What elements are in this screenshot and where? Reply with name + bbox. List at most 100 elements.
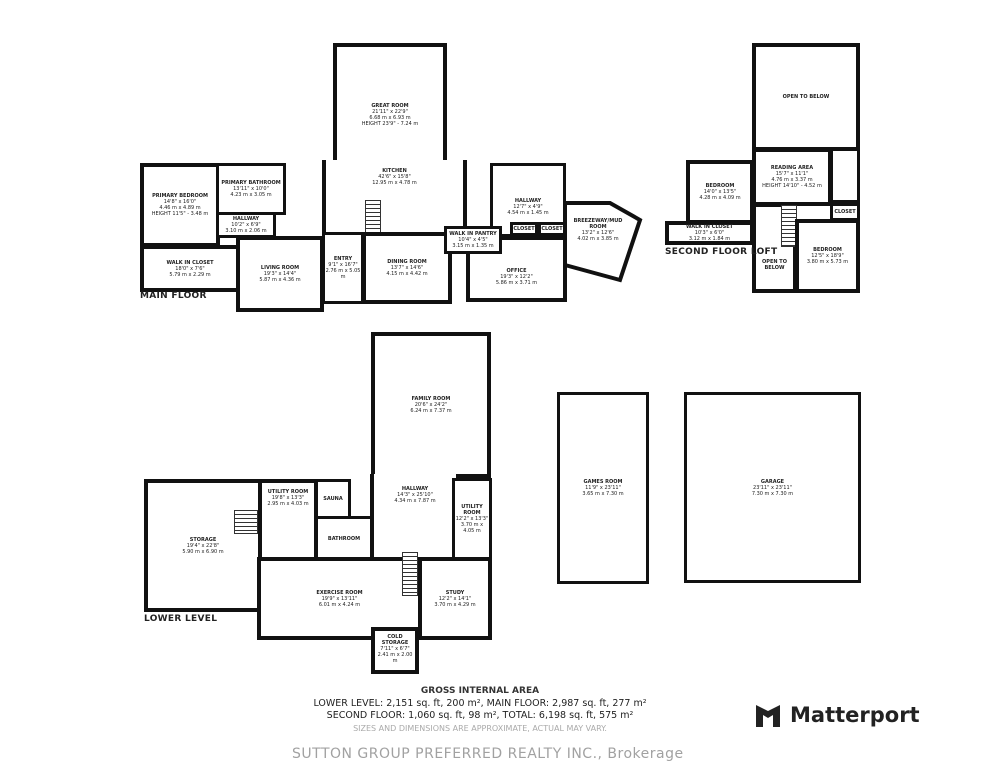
room-dimension: 3.70 m x 4.29 m	[434, 601, 476, 608]
room-dimension: 19'3" x 14'4"	[263, 271, 297, 277]
lower-level-label: LOWER LEVEL	[144, 614, 218, 624]
closet-label: CLOSET	[541, 226, 563, 232]
room-dimension: 2.41 m x 2.00 m	[377, 652, 413, 664]
room-name: LIVING ROOM	[260, 265, 300, 271]
room-dimension: 14'3" x 25'10"	[397, 492, 433, 498]
room-dimension: 19'8" x 13'3"	[271, 495, 305, 501]
room-dimension: 42'6" x 15'8"	[378, 174, 411, 180]
room-name: OFFICE	[506, 268, 527, 274]
room-name: WALK IN CLOSET	[166, 259, 214, 266]
room-dimension: 3.15 m x 1.35 m	[452, 243, 494, 249]
room-dimension: 19'9" x 13'11"	[321, 595, 358, 602]
room-name: EXERCISE ROOM	[316, 589, 363, 596]
room-dimension: 12'7" x 4'9"	[513, 204, 543, 210]
room-dimension: 2.76 m x 5.05 m	[325, 268, 361, 280]
room-name: GAMES ROOM	[583, 479, 623, 485]
room-dimension: 3.80 m x 5.73 m	[806, 259, 849, 265]
room-name: HALLWAY	[401, 486, 429, 492]
room-name: READING AREA	[770, 165, 814, 171]
room-dimension: 18'0" x 7'6"	[175, 265, 205, 272]
room-dimension: 10'2" x 6'9"	[231, 222, 261, 228]
disclaimer: SIZES AND DIMENSIONS ARE APPROXIMATE, AC…	[353, 724, 607, 733]
matterport-wordmark: Matterport	[790, 703, 920, 727]
room-name: BEDROOM	[705, 183, 735, 189]
room-name: HALLWAY	[232, 216, 260, 222]
room-name: DINING ROOM	[387, 259, 427, 265]
storage-stairs	[234, 510, 258, 534]
room-dimension: 12'2" x 14'1"	[438, 595, 472, 602]
room-name: PRIMARY BEDROOM	[152, 193, 208, 199]
gia-line-2: SECOND FLOOR: 1,060 sq. ft, 98 m², TOTAL…	[326, 710, 634, 721]
room-name: KITCHEN	[382, 168, 407, 174]
room-dimension: 4.46 m x 4.89 m	[159, 205, 201, 211]
room-dimension: HEIGHT 23'9" - 7.24 m	[361, 121, 419, 127]
lower-stairs	[402, 552, 418, 596]
room-dimension: 4.02 m x 3.85 m	[577, 236, 619, 242]
room-breezeway-outline	[563, 201, 643, 283]
room-dimension: 3.70 m x 4.05 m	[460, 522, 484, 534]
room-name: STUDY	[445, 589, 465, 596]
closet-label: CLOSET	[513, 226, 535, 232]
room-dimension: HEIGHT 14'10" - 4.52 m	[762, 183, 822, 189]
room-dimension: 4.76 m x 3.37 m	[771, 177, 813, 183]
second-floor-label: SECOND FLOOR LOFT	[665, 247, 778, 257]
room-name: GARAGE	[760, 478, 785, 485]
room-dimension: 10'4" x 4'5"	[458, 237, 488, 243]
room-dimension: 4.15 m x 4.42 m	[386, 271, 428, 277]
room-dimension: 4.54 m x 1.45 m	[507, 210, 549, 216]
room-dimension: 4.28 m x 4.09 m	[699, 195, 741, 201]
room-dimension: 12.95 m x 4.78 m	[372, 180, 417, 186]
room-bathroom: BATHROOM	[315, 516, 373, 561]
room-dimension: 19'3" x 12'2"	[500, 274, 533, 280]
room-dimension: 3.10 m x 2.06 m	[225, 228, 267, 234]
room-dimension: 15'7" x 11'1"	[775, 171, 809, 177]
closet-1: CLOSET	[510, 222, 538, 236]
gia-title: GROSS INTERNAL AREA	[420, 686, 540, 696]
room-dimension: 5.90 m x 6.90 m	[182, 548, 224, 555]
room-dimension: 5.79 m x 2.29 m	[169, 271, 211, 278]
room-name: OPEN TO BELOW	[782, 94, 830, 100]
room-label: OPEN TO BELOW	[783, 94, 830, 100]
room-label: OPEN TO BELOW	[756, 259, 793, 271]
room-dimension: 13'7" x 14'6"	[390, 265, 424, 271]
brokerage-watermark: SUTTON GROUP PREFERRED REALTY INC., Brok…	[292, 746, 684, 762]
room-name: STORAGE	[189, 536, 217, 543]
room-bath-upper	[830, 148, 860, 203]
room-dimension: 4.34 m x 7.87 m	[394, 498, 436, 504]
room-dimension: 23'11" x 23'11"	[753, 484, 792, 491]
room-dimension: 7'11" x 6'7"	[380, 646, 410, 652]
room-dimension: 14'0" x 13'5"	[703, 189, 737, 195]
room-dimension: 3.12 m x 1.84 m	[688, 236, 731, 242]
room-dimension: HEIGHT 11'5" - 3.48 m	[151, 211, 209, 217]
room-name: ENTRY	[333, 256, 353, 262]
